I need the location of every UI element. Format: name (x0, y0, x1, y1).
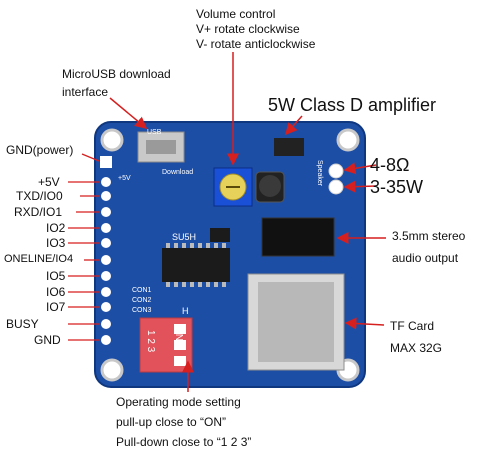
usb-silk-label: USB (147, 129, 162, 136)
pin-label-txd-io0: TXD/IO0 (16, 189, 63, 203)
pin-label-io2: IO2 (46, 221, 66, 235)
five-v-silk-label: +5V (118, 175, 131, 182)
pin-label-gnd: GND (34, 333, 61, 347)
mode-line1: Operating mode setting (116, 395, 241, 409)
speaker-terminals (328, 163, 344, 195)
amplifier-label: 5W Class D amplifier (268, 95, 437, 115)
volume-line1: V+ rotate clockwise (196, 22, 300, 36)
pin-label-io5: IO5 (46, 269, 66, 283)
micro-usb-connector (137, 131, 185, 163)
pin-label-5v: +5V (38, 175, 60, 189)
amplifier-chip (274, 138, 304, 156)
audio-out-line1: 3.5mm stereo (392, 229, 466, 243)
audio-jack (261, 217, 335, 257)
dip-h-label: H (182, 306, 189, 316)
mode-line3: Pull-down close to “1 2 3” (116, 435, 252, 449)
volume-line2: V- rotate anticlockwise (196, 37, 316, 51)
dip-digits-label: 1 2 3 (145, 330, 156, 353)
con2-label: CON2 (132, 297, 152, 304)
tf-card-line1: TF Card (390, 319, 435, 333)
tf-card-slot (247, 273, 345, 371)
pin-label-oneline-io4: ONELINE/IO4 (4, 253, 74, 265)
pin-label-rxd-io1: RXD/IO1 (14, 205, 63, 219)
dip-on-label: ON (173, 326, 184, 341)
pin-label-gnd-power: GND(power) (6, 143, 74, 157)
speaker-silk-label: Speaker (316, 160, 323, 187)
chip-silk-label: SU5H (172, 232, 196, 242)
secondary-chip (210, 228, 230, 242)
pin-label-busy: BUSY (6, 317, 39, 331)
tf-card-line2: MAX 32G (390, 341, 443, 355)
volume-title: Volume control (196, 7, 276, 21)
audio-out-line2: audio output (392, 251, 459, 265)
pin-leader-lines (68, 153, 100, 341)
pin-header (100, 156, 112, 345)
usb-label-line1: MicroUSB download (62, 67, 171, 81)
con1-label: CON1 (132, 287, 152, 294)
annotation-arrows (109, 52, 386, 392)
con3-label: CON3 (132, 307, 152, 314)
voltage-label: 3-35W (370, 177, 424, 197)
main-chip (162, 248, 230, 282)
usb-label-line2: interface (62, 85, 109, 99)
download-silk-label: Download (162, 169, 193, 176)
volume-potentiometer (213, 167, 253, 207)
mode-line2: pull-up close to “ON” (116, 415, 227, 429)
impedance-label: 4-8Ω (370, 155, 410, 175)
chip-pins (166, 243, 226, 287)
pin-label-io6: IO6 (46, 285, 66, 299)
pin-label-io3: IO3 (46, 236, 66, 250)
capacitor (255, 171, 285, 203)
pin-label-io7: IO7 (46, 300, 66, 314)
